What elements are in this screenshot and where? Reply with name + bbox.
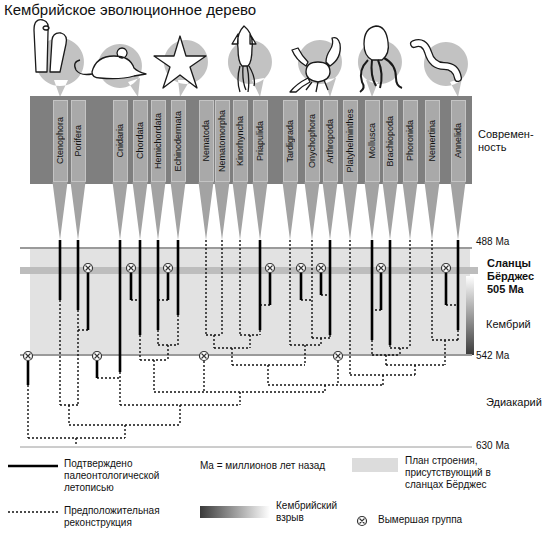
phylum-name: Nematomorpha <box>218 110 227 172</box>
phylum-box: Brachiopoda <box>383 100 398 182</box>
phylum-name: Tardigrada <box>286 120 295 163</box>
phylum-name: Priapulida <box>256 121 265 161</box>
cambrian-explosion-bar <box>466 276 474 355</box>
phylum-funnels <box>53 182 466 240</box>
phylum-name: Nemertina <box>428 120 437 162</box>
legend-dotted-sample <box>8 511 58 512</box>
legend-text: Подтверждено палеонтологической летопись… <box>64 458 176 494</box>
phylum-name: Porifera <box>74 125 83 157</box>
phylum-name: Arthropoda <box>326 119 335 164</box>
legend-solid-sample <box>8 465 58 468</box>
starfish-icon <box>154 36 206 88</box>
scorpion-legs <box>306 80 328 92</box>
phylum-box: Kinorhyncha <box>233 100 248 182</box>
axis-label: Сланцы Бёрджес 505 Ma <box>487 257 545 297</box>
phylum-box: Hemichordata <box>151 100 166 182</box>
phylum-name: Nematoda <box>202 120 211 162</box>
phylum-box: Platyhelminthes <box>343 100 358 182</box>
burgess-plan-region <box>30 248 470 355</box>
phylum-box: Nemertina <box>425 100 440 182</box>
legend-text: Кембрийский взрыв <box>276 500 348 524</box>
axis-label: Современ- ность <box>478 128 540 154</box>
legend-swatch <box>352 458 398 472</box>
phylum-box: Cnidaria <box>113 100 128 182</box>
phylum-box: Arthropoda <box>323 100 338 182</box>
phylum-box: Mollusca <box>365 100 380 182</box>
fossil-lines <box>28 240 458 385</box>
phylum-name: Brachiopoda <box>386 116 395 167</box>
phylum-name: Echinodermata <box>174 111 183 172</box>
phylum-box: Nematomorpha <box>215 100 230 182</box>
legend-text: Вымершая группа <box>378 514 498 526</box>
phylum-box: Priapulida <box>253 100 268 182</box>
extinct-markers <box>24 264 451 526</box>
axis-label: 488 Ma <box>476 236 509 248</box>
phylum-box: Chordata <box>133 100 148 182</box>
phylum-box: Nematoda <box>199 100 214 182</box>
legend-text: План строения, присутствующий в сланцах … <box>405 455 505 491</box>
squid-icon <box>232 26 256 66</box>
animal-icons <box>34 20 458 92</box>
phylum-name: Platyhelminthes <box>346 109 355 173</box>
phylum-box: Annelida <box>451 100 466 182</box>
octopus-arms <box>360 58 402 92</box>
extinct-crosses <box>26 266 449 524</box>
phylum-name: Mollusca <box>368 123 377 159</box>
phylum-box: Ctenophora <box>53 100 68 182</box>
scorpion-icon <box>290 38 340 92</box>
phylum-name: Hemichordata <box>154 113 163 169</box>
legend-gradient-sample <box>200 506 270 518</box>
sponge-icon <box>34 20 66 72</box>
diagram-title: Кембрийское эволюционное дерево <box>4 1 256 19</box>
phylum-box: Tardigrada <box>283 100 298 182</box>
axis-label: Ma = миллионов лет назад <box>200 460 325 472</box>
phylum-name: Annelida <box>454 123 463 158</box>
legend-text: Предположительная реконструкция <box>64 505 176 529</box>
worm-icon <box>414 43 458 78</box>
phylum-box: Phoronida <box>403 100 418 182</box>
phylum-name: Ctenophora <box>56 117 65 164</box>
modern-band <box>30 96 472 184</box>
axis-label: Эдиакарий <box>486 396 542 409</box>
phylum-box: Porifera <box>71 100 86 182</box>
axis-label: Кембрий <box>486 318 531 331</box>
phylum-box: Echinodermata <box>171 100 186 182</box>
octopus-icon <box>364 26 388 60</box>
phylum-name: Cnidaria <box>116 124 125 158</box>
phylum-name: Phoronida <box>406 120 415 161</box>
phylum-box: Onychophora <box>305 100 320 182</box>
axis-label: 630 Ma <box>476 440 509 452</box>
phylum-name: Chordata <box>136 122 145 159</box>
phylum-name: Kinorhyncha <box>236 116 245 166</box>
phylum-name: Onychophora <box>308 114 317 168</box>
time-line-630 <box>20 447 472 448</box>
axis-label: 542 Ma <box>476 350 509 362</box>
mouse-tail <box>75 60 92 75</box>
reconstruction-lines <box>28 240 458 446</box>
squid-tentacles <box>238 66 254 92</box>
worm-icon-inner <box>414 43 458 78</box>
mouse-icon <box>92 48 146 79</box>
